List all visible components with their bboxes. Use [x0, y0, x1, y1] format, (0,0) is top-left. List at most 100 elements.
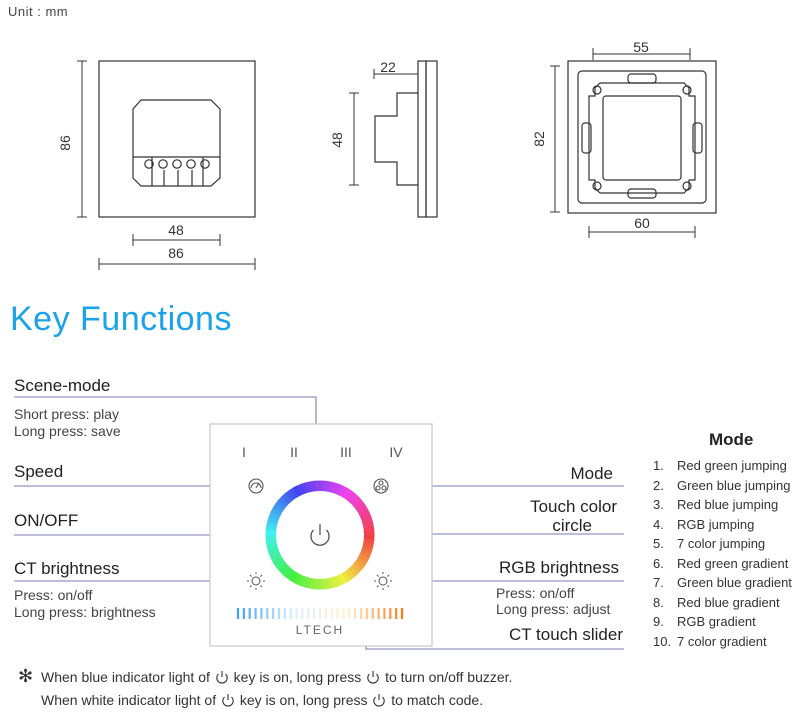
ring-segment [334, 574, 344, 587]
ring-segment [305, 481, 314, 493]
ring-segment [274, 559, 287, 571]
unit-label: Unit : mm [8, 4, 69, 19]
ring-segment [352, 559, 365, 571]
ct-brightness-icon[interactable] [247, 572, 265, 590]
ring-segment [341, 570, 352, 583]
back-height-dim: 82 [531, 131, 547, 147]
ring-segment [360, 546, 373, 555]
ct-brightness-long-press: Long press: brightness [14, 604, 156, 620]
ring-segment [347, 493, 360, 505]
scene-key-1[interactable]: I [242, 444, 246, 460]
ring-segment [265, 524, 278, 532]
scene-key-2[interactable]: II [290, 444, 298, 460]
side-dimension-lines [349, 69, 419, 186]
ring-segment [288, 487, 299, 500]
mode-item: 2.Green blue jumping [653, 477, 791, 493]
ring-segment [338, 485, 348, 498]
ring-segment [341, 487, 352, 500]
ring-segment [350, 562, 362, 575]
ring-segment [353, 499, 366, 511]
ring-segment [334, 483, 344, 496]
ring-segment [355, 556, 368, 567]
ct-brightness-label: CT brightness [14, 559, 120, 578]
power-icon [373, 694, 386, 707]
ring-segment [288, 570, 299, 583]
ring-segment [296, 483, 306, 496]
ring-segment [361, 542, 374, 550]
ring-segment [344, 568, 356, 581]
mode-icon[interactable] [373, 478, 389, 494]
ring-segment [272, 503, 285, 514]
side-height-dim: 48 [329, 132, 345, 148]
speed-label: Speed [14, 462, 64, 481]
note-asterisk: ✻ [18, 666, 34, 686]
ring-segment [266, 541, 278, 550]
ct-touch-slider[interactable] [236, 608, 404, 619]
back-dimension-lines [550, 48, 696, 238]
ring-segment [359, 549, 372, 559]
side-view [374, 60, 438, 218]
mode-item: 7.Green blue gradient [653, 575, 792, 590]
section-title: Key Functions [10, 300, 232, 338]
note-line-1: When blue indicator light of key is on, … [41, 669, 513, 685]
mode-list: 1.Red green jumping 2.Green blue jumping… [653, 456, 792, 651]
front-inner-width-dim: 48 [168, 222, 184, 238]
ring-segment [359, 511, 372, 521]
speed-icon[interactable] [248, 478, 264, 494]
ring-segment [270, 507, 283, 517]
ct-touch-slider-label: CT touch slider [508, 625, 623, 644]
ring-segment [347, 565, 359, 578]
ring-segment [331, 482, 340, 495]
ring-segment [296, 574, 306, 587]
front-view [98, 60, 256, 218]
mode-item: 9.RGB gradient [653, 614, 756, 629]
ring-segment [309, 577, 317, 590]
mode-item: 10.7 color gradient [653, 633, 767, 649]
ring-segment [284, 489, 296, 502]
note-line-2: When white indicator light of key is on,… [41, 692, 484, 708]
rgb-brightness-icon[interactable] [374, 572, 392, 590]
ring-segment [280, 565, 293, 577]
on-off-label: ON/OFF [14, 511, 79, 530]
ring-segment [265, 538, 278, 545]
ring-segment [266, 520, 279, 528]
mode-item: 1.Red green jumping [653, 458, 787, 473]
ring-segment [323, 480, 331, 493]
ring-segment [267, 515, 280, 524]
mode-item: 4.RGB jumping [653, 516, 755, 532]
dimension-drawings: 86 48 86 22 48 [57, 39, 717, 270]
scene-key-4[interactable]: IV [389, 444, 403, 460]
ring-segment [362, 525, 375, 532]
rgb-brightness-label: RGB brightness [499, 558, 619, 577]
panel-diagram: I II III IV LTECH [14, 396, 624, 650]
mode-item: 3.Red blue jumping [653, 497, 779, 512]
touch-color-ring[interactable] [265, 480, 375, 590]
ring-segment [326, 577, 335, 589]
front-dimension-lines [77, 60, 256, 270]
ring-segment [357, 507, 370, 518]
power-icon [216, 671, 228, 684]
ring-segment [268, 511, 281, 521]
scene-key-3[interactable]: III [340, 444, 352, 460]
scene-mode-short-press: Short press: play [14, 406, 120, 422]
mode-label: Mode [570, 464, 613, 483]
scene-mode-label: Scene-mode [14, 376, 111, 395]
ring-segment [277, 562, 290, 574]
ring-segment [305, 576, 313, 589]
scene-mode-long-press: Long press: save [14, 423, 121, 439]
ring-segment [362, 538, 375, 546]
ring-segment [323, 577, 330, 590]
ring-segment [327, 481, 335, 494]
ring-segment [357, 553, 370, 563]
ring-segment [362, 520, 374, 529]
power-icon[interactable] [310, 524, 330, 546]
rgb-brightness-long-press: Long press: adjust [496, 601, 611, 617]
ring-segment [267, 545, 280, 554]
back-bottom-width-dim: 60 [634, 215, 650, 231]
mode-item: 8.Red blue gradient [653, 594, 780, 610]
mode-item: 6.Red green gradient [653, 555, 789, 571]
ring-segment [360, 516, 373, 525]
touch-color-circle-label-1: Touch color [530, 497, 617, 516]
ring-segment [292, 485, 303, 498]
ring-segment [281, 492, 293, 505]
